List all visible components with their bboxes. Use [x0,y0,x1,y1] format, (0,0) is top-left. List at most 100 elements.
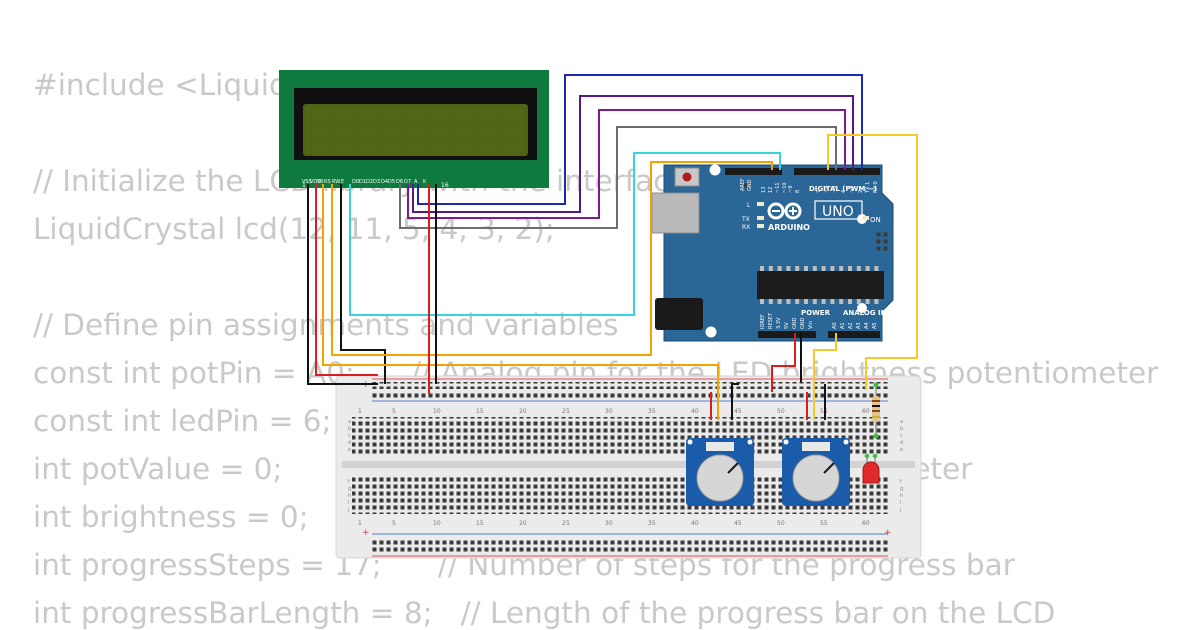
lcd-pin-label: VSS [302,179,312,185]
column-number: 20 [519,408,527,415]
power-pin-label: RESET [768,312,774,329]
digital-header-label: DIGITAL (PWM ~) [809,185,877,193]
digital-pin-label: ~10 [782,182,788,193]
power-pin-label: 5V [784,322,790,329]
chip-pin [830,299,835,304]
lcd-pin-label: D7 [404,179,411,185]
column-number: 10 [433,520,441,527]
row-letter: c [900,433,903,439]
l-led-label: L [747,202,751,209]
lcd-pin-label: VDD [310,179,321,185]
column-number: 60 [862,408,870,415]
analog-pin-label: A1 [840,322,846,329]
column-number: 45 [734,520,742,527]
column-number: 5 [392,520,396,527]
on-label: ON [870,216,881,224]
chip-pin [856,266,861,271]
row-letter: i [348,500,349,506]
potentiometer-1[interactable] [686,438,754,506]
pot-2-knob[interactable] [792,454,840,502]
center-channel [342,461,915,468]
reset-button-cap[interactable] [682,172,692,182]
resistor-pin-top [873,382,879,388]
chip-pin [821,266,826,271]
rx-led [757,224,764,228]
power-pin-label: Vin [808,321,814,329]
column-number: 40 [691,408,699,415]
lcd-pin-label: E [341,179,344,185]
chip-pin [830,266,835,271]
wire-rs-to-pin12 [331,161,773,356]
digital-pin-label: 8 [795,190,801,193]
lcd-pin-label: A [414,179,418,185]
chip-pin [865,266,870,271]
chip-pin [865,299,870,304]
top-rail-holes-1 [370,382,890,389]
wire-e-to-pin11 [349,152,781,316]
row-letter: d [900,440,903,446]
mount-hole-right-bottom [857,303,867,313]
pot-2-hole [783,439,789,445]
pot-1-knob[interactable] [696,454,744,502]
pot-2-knob-indicator [823,462,835,474]
rail-plus-bottom-left: + [362,528,370,538]
analog-pin-label: A3 [856,322,862,329]
row-letter: h [900,493,903,499]
resistor-band-2 [872,405,880,407]
led-pin-2 [872,453,878,459]
analog-header [828,331,880,338]
potentiometer-2[interactable] [782,438,850,506]
chip-pin [768,266,773,271]
row-letter: b [348,426,351,432]
wire-d6-to-pin3 [412,95,854,213]
row-letter: f [900,479,902,485]
analog-pin-label: A4 [864,322,870,329]
power-pin-label: GND [792,317,798,329]
lcd-pin-label: D0 [352,179,359,185]
column-number: 1 [358,408,362,415]
column-number: 50 [777,520,785,527]
resistor-band-3 [872,410,880,412]
bottom-rail-holes-2 [370,546,890,553]
row-letter: d [348,440,351,446]
arduino-brand-label: ARDUINO [768,223,810,232]
digital-pin-label: ~3 [849,186,855,193]
red-led [862,453,880,484]
atmega-chip [757,271,884,299]
chip-pin [786,299,791,304]
rx-led-label: RX [742,224,750,231]
chip-pin [848,299,852,304]
digital-header-left [725,168,782,175]
chip-pins [760,266,879,304]
column-number: 50 [777,408,785,415]
row-letter: h [348,493,351,499]
digital-pin-label: 2 [858,190,864,193]
digital-pin-label: 13 [761,187,767,193]
rail-plus-bottom: + [884,528,892,538]
analog-pin-label: A5 [872,322,878,329]
column-number: 35 [648,408,656,415]
digital-pin-label: 4 [841,190,847,193]
lcd-character-grid [306,107,525,153]
chip-pin [874,299,879,304]
chip-pin [760,299,764,304]
power-pin-label: IOREF [760,314,766,329]
tx-led-label: TX [741,216,750,223]
pot-2-label-plate [802,442,830,451]
code-line: const int ledPin = 6; [33,404,332,438]
chip-pin [804,266,808,271]
digital-pin-label: RX 0 [873,181,879,193]
lcd-pin-label: RS [324,179,331,185]
row-letter: c [348,433,351,439]
led-bulb [862,461,880,484]
chip-pin [839,266,844,271]
resistor [872,382,880,439]
row-letter: e [900,447,903,453]
digital-pin-label: ~6 [824,186,830,193]
icsp-right [875,231,889,252]
chip-pin [804,299,808,304]
